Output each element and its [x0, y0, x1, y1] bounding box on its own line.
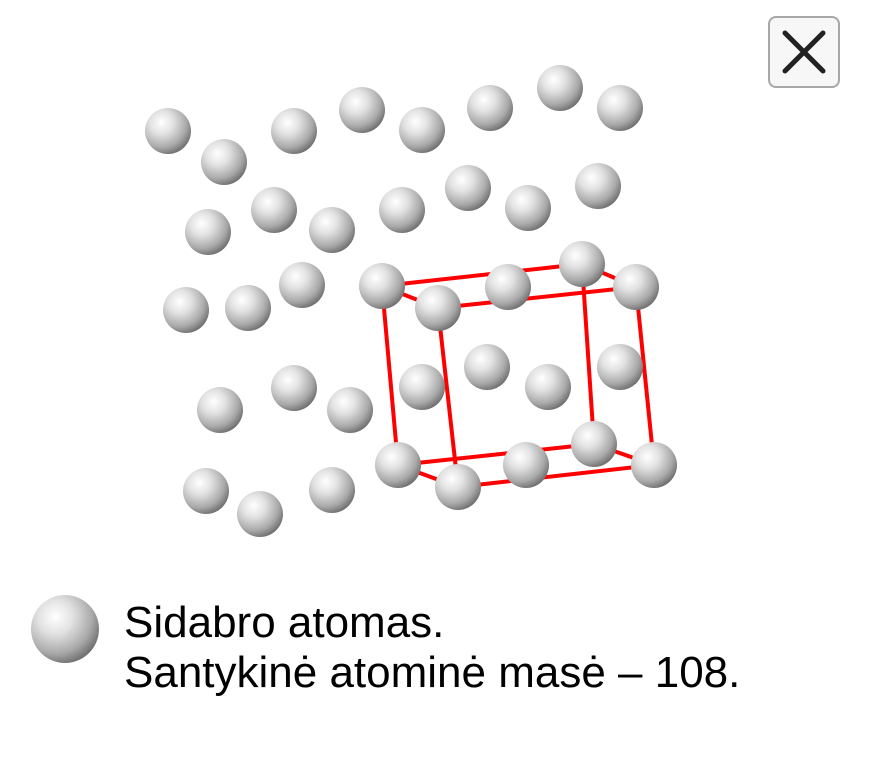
unit-cell-atom [359, 263, 405, 309]
unit-cell-atoms [359, 241, 677, 510]
silver-atom [201, 139, 247, 185]
silver-atom [271, 108, 317, 154]
unit-cell-atom [485, 264, 531, 310]
unit-cell-atom [399, 364, 445, 410]
legend-text: Sidabro atomas. Santykinė atominė masė –… [124, 598, 740, 698]
silver-atom [309, 467, 355, 513]
unit-cell-atom [597, 344, 643, 390]
unit-cell-atom [375, 442, 421, 488]
unit-cell-edge [456, 463, 656, 489]
silver-atom [399, 107, 445, 153]
close-icon [782, 30, 826, 74]
silver-atom [183, 468, 229, 514]
unit-cell-atom [503, 442, 549, 488]
unit-cell-atom [613, 264, 659, 310]
silver-atom [163, 287, 209, 333]
unit-cell-edge [396, 442, 596, 467]
unit-cell-atom [525, 364, 571, 410]
unit-cell-edge [380, 262, 584, 288]
silver-atom [271, 365, 317, 411]
unit-cell-edge [436, 285, 638, 310]
silver-atom [379, 187, 425, 233]
legend-line-2: Santykinė atominė masė – 108. [124, 648, 741, 697]
silver-atom [225, 285, 271, 331]
silver-atom [597, 85, 643, 131]
silver-atom [145, 108, 191, 154]
unit-cell-edge [436, 306, 460, 489]
unit-cell-atom [435, 464, 481, 510]
unit-cell-atom [559, 241, 605, 287]
unit-cell-atom [464, 344, 510, 390]
silver-atom [505, 185, 551, 231]
silver-atom [185, 209, 231, 255]
silver-atom [445, 165, 491, 211]
unit-cell-edge [580, 262, 596, 446]
unit-cell-atom [631, 442, 677, 488]
unit-cell-edge [634, 285, 656, 467]
unit-cell-atom [571, 421, 617, 467]
unit-cell-edge [380, 284, 400, 467]
silver-atom [327, 387, 373, 433]
silver-atom [467, 85, 513, 131]
silver-atom [575, 163, 621, 209]
legend-line-1: Sidabro atomas. [124, 598, 445, 647]
close-button[interactable] [768, 16, 840, 88]
silver-atom [279, 262, 325, 308]
silver-atom [537, 65, 583, 111]
silver-atom [197, 387, 243, 433]
silver-atom [237, 491, 283, 537]
silver-atom [309, 207, 355, 253]
silver-atom [251, 187, 297, 233]
background-atoms [145, 65, 643, 537]
unit-cell-atom [415, 285, 461, 331]
silver-atom [339, 87, 385, 133]
legend-atom-icon [30, 594, 100, 664]
